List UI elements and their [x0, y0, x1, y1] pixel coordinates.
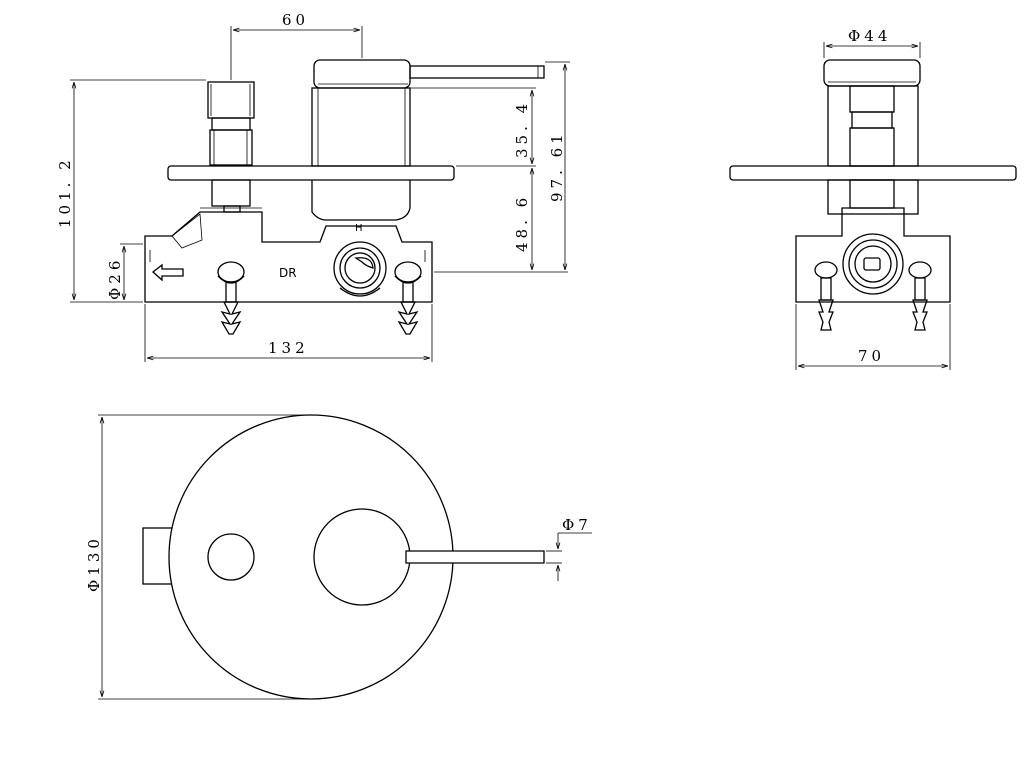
dim-body-width: 132: [268, 339, 309, 357]
valve-body: [144, 205, 433, 303]
dim-spacing: 60: [282, 11, 309, 29]
dim-width: 70: [858, 347, 885, 365]
front-view: DR H 60 101. 2 Φ26 35. 4 48. 6 97. 61 13…: [56, 11, 570, 362]
side-anchor-left: [814, 261, 838, 331]
plan-lever: [405, 550, 545, 564]
wall-anchor-left: [217, 261, 245, 335]
side-cover-plate: [729, 165, 1017, 181]
diverter-button: [207, 81, 255, 207]
dim-plate-to-top: 35. 4: [513, 100, 531, 158]
dim-plate-dia: Φ130: [85, 535, 103, 592]
dim-body-depth: 48. 6: [513, 194, 531, 252]
hot-label: H: [355, 223, 363, 234]
port-label: DR: [279, 266, 297, 280]
flow-arrow-icon: [151, 263, 184, 282]
dim-total-height: 101. 2: [56, 156, 74, 228]
mixer-handle: [311, 59, 545, 221]
side-anchor-right: [908, 261, 932, 331]
plan-diverter-button: [207, 533, 255, 581]
dim-handle-dia: Φ44: [848, 27, 891, 45]
dim-outlet-dia: Φ26: [106, 257, 124, 300]
cover-plate: [167, 165, 455, 181]
side-view: Φ44 70: [729, 27, 1017, 370]
plan-view: Φ130 Φ7: [85, 414, 592, 700]
dim-handle-height: 97. 61: [548, 130, 566, 202]
dim-lever-dia: Φ7: [562, 516, 592, 534]
side-valve-body: [795, 207, 951, 303]
wall-anchor-right: [394, 261, 422, 335]
